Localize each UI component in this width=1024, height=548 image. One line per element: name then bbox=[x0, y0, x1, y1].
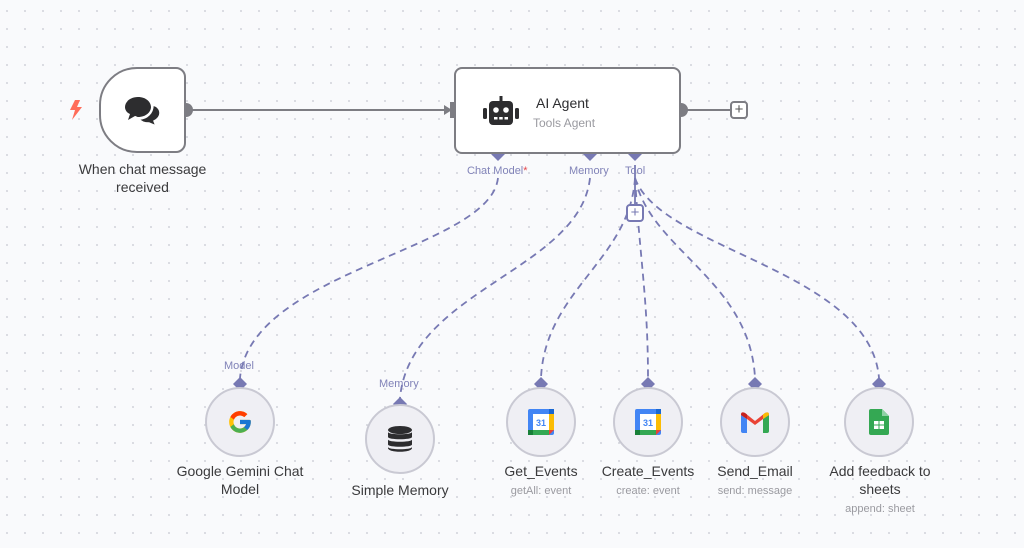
chat-bubbles-icon bbox=[125, 97, 161, 127]
agent-input-port[interactable] bbox=[450, 102, 456, 118]
gemini-chat-model-node[interactable] bbox=[205, 387, 275, 457]
gmail-icon bbox=[741, 412, 769, 433]
plus-icon: + bbox=[630, 204, 640, 221]
calendar-day-text: 31 bbox=[643, 418, 653, 428]
create-events-node[interactable]: 31 bbox=[613, 387, 683, 457]
send-email-label: Send_Email bbox=[717, 463, 793, 479]
database-icon bbox=[388, 426, 412, 452]
edge-tool-send-email[interactable] bbox=[634, 177, 756, 379]
sheets-label-line1: Add feedback to bbox=[829, 463, 931, 479]
google-calendar-icon: 31 bbox=[528, 409, 554, 435]
port-label-chat-model: Chat Model* bbox=[467, 165, 528, 177]
trigger-node-chat[interactable] bbox=[99, 67, 186, 153]
edge-tool-sheets[interactable] bbox=[634, 177, 880, 379]
gemini-node-label: Google Gemini Chat Model bbox=[160, 462, 320, 498]
trigger-node-label: When chat message received bbox=[60, 160, 225, 196]
get-events-subtitle: getAll: event bbox=[510, 485, 572, 497]
gemini-label-line1: Google Gemini Chat bbox=[176, 463, 304, 479]
plus-icon: + bbox=[734, 101, 744, 118]
calendar-day-text: 31 bbox=[536, 418, 546, 428]
edge-chat-model[interactable] bbox=[239, 177, 499, 379]
create-events-subtitle: create: event bbox=[616, 485, 680, 497]
trigger-label-line1: When chat message bbox=[78, 161, 207, 177]
sheets-node-label: Add feedback to sheets bbox=[805, 462, 955, 498]
gemini-port-label: Model bbox=[224, 360, 254, 372]
get-events-label: Get_Events bbox=[504, 463, 578, 479]
edge-tool-get-events[interactable] bbox=[540, 177, 636, 379]
send-email-subtitle: send: message bbox=[717, 485, 793, 497]
get-events-node[interactable]: 31 bbox=[506, 387, 576, 457]
agent-title: AI Agent bbox=[536, 95, 589, 111]
google-sheets-icon bbox=[869, 409, 889, 435]
gemini-label-line2: Model bbox=[220, 481, 260, 497]
simple-memory-node[interactable] bbox=[365, 404, 435, 474]
google-g-icon bbox=[229, 411, 251, 433]
chat-model-label-text: Chat Model bbox=[467, 165, 524, 177]
port-label-tool: Tool bbox=[625, 165, 646, 177]
add-node-after-agent-button[interactable]: + bbox=[730, 101, 748, 119]
ai-agent-node[interactable]: AI Agent Tools Agent bbox=[454, 67, 681, 154]
edge-memory[interactable] bbox=[399, 177, 591, 399]
sheets-subtitle: append: sheet bbox=[845, 503, 915, 515]
trigger-label-line2: received bbox=[116, 179, 169, 195]
google-calendar-icon: 31 bbox=[635, 409, 661, 435]
lightning-bolt-icon bbox=[70, 100, 82, 120]
robot-icon bbox=[483, 96, 519, 125]
google-sheets-node[interactable] bbox=[844, 387, 914, 457]
add-tool-button[interactable]: + bbox=[626, 204, 644, 222]
edge-arrowhead bbox=[444, 105, 452, 115]
create-events-label: Create_Events bbox=[601, 463, 695, 479]
sheets-label-line2: sheets bbox=[859, 481, 901, 497]
memory-node-label: Simple Memory bbox=[351, 482, 449, 498]
agent-subtitle: Tools Agent bbox=[533, 116, 596, 130]
memory-port-label: Memory bbox=[379, 378, 419, 390]
required-asterisk: * bbox=[523, 165, 528, 177]
port-label-memory: Memory bbox=[569, 165, 609, 177]
send-email-node[interactable] bbox=[720, 387, 790, 457]
